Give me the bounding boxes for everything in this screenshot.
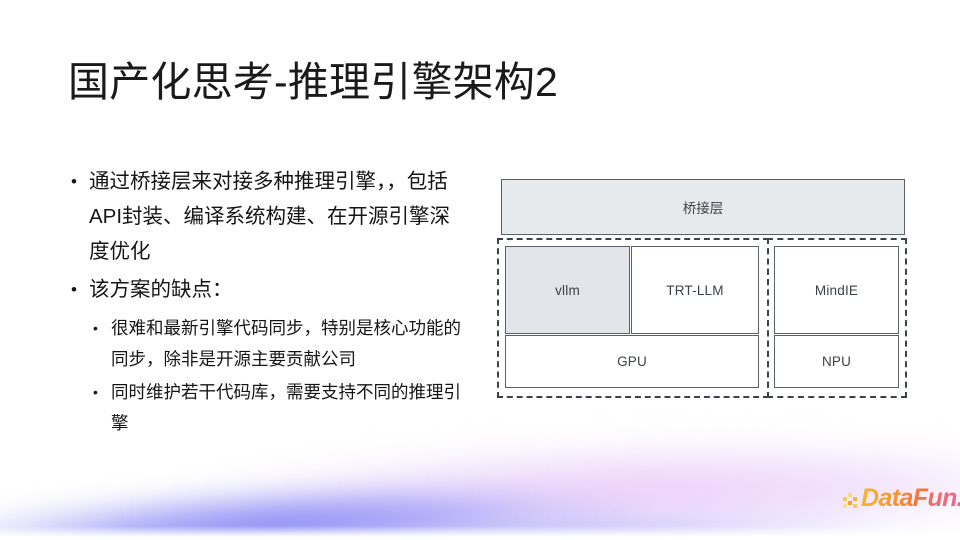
diagram-box-mindie: MindIE — [774, 246, 899, 334]
datafun-logo: DataFun. — [843, 484, 960, 517]
diagram-box-gpu-label: GPU — [617, 354, 647, 369]
diagram-box-trt-llm-label: TRT-LLM — [666, 282, 724, 298]
logo-wordmark: DataFun. — [861, 484, 960, 513]
diagram-box-mindie-label: MindIE — [814, 282, 859, 298]
diagram-box-gpu: GPU — [505, 335, 759, 388]
diagram-box-vllm-label: vllm — [555, 282, 580, 298]
diagram-group-npu-stack — [767, 238, 907, 398]
content-body: 通过桥接层来对接多种推理引擎，，包括API封装、编译系统构建、在开源引擎深度优化… — [68, 164, 468, 441]
diagram-bridge-layer-label: 桥接层 — [682, 201, 724, 216]
diagram-bridge-layer-box: 桥接层 — [501, 179, 905, 235]
diagram-box-vllm: vllm — [505, 246, 630, 334]
diagram-box-npu-label: NPU — [821, 354, 852, 369]
architecture-diagram: 桥接层 vllm TRT-LLM GPU MindIE NPU — [497, 179, 907, 398]
wave-fade-mask — [0, 526, 960, 540]
bullet-item: 通过桥接层来对接多种推理引擎，，包括API封装、编译系统构建、在开源引擎深度优化 — [68, 164, 468, 269]
sub-bullet-list: 很难和最新引擎代码同步，特别是核心功能的同步，除非是开源主要贡献公司 同时维护若… — [68, 313, 468, 439]
logo-dot-pattern-icon — [843, 493, 859, 509]
diagram-box-trt-llm: TRT-LLM — [631, 246, 759, 334]
wave-blue-band — [0, 435, 863, 540]
page-title: 国产化思考-推理引擎架构2 — [68, 59, 559, 105]
sub-bullet-item: 很难和最新引擎代码同步，特别是核心功能的同步，除非是开源主要贡献公司 — [91, 313, 468, 375]
diagram-box-npu: NPU — [774, 335, 899, 388]
sub-bullet-item: 同时维护若干代码库，需要支持不同的推理引擎 — [91, 377, 468, 439]
bullet-item: 该方案的缺点： — [68, 272, 468, 307]
